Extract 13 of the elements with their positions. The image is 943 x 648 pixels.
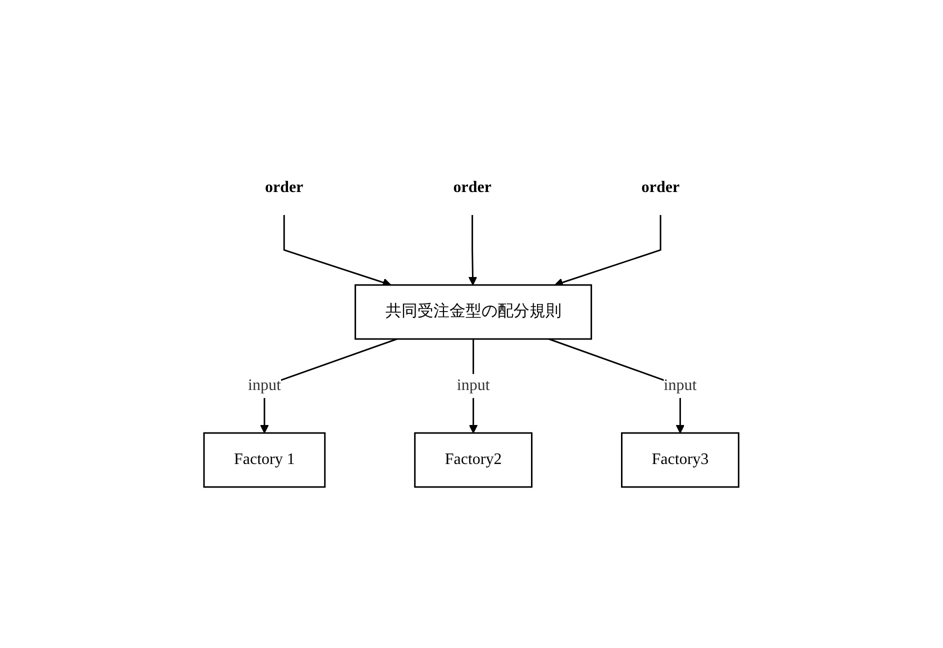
edge-label: input xyxy=(457,377,490,394)
node-box: Factory2 xyxy=(414,432,533,488)
node-text: order xyxy=(265,179,304,196)
edge-label: input xyxy=(664,377,697,394)
arrow xyxy=(554,215,662,287)
node-text: order xyxy=(642,179,680,196)
node-text: order xyxy=(453,179,492,196)
node-box: Factory3 xyxy=(621,432,740,488)
arrow xyxy=(468,215,478,286)
node-box: 共同受注金型の配分規則 xyxy=(354,284,592,340)
arrow xyxy=(284,215,392,287)
node-box: Factory 1 xyxy=(203,432,326,488)
edge-label: input xyxy=(248,377,282,394)
